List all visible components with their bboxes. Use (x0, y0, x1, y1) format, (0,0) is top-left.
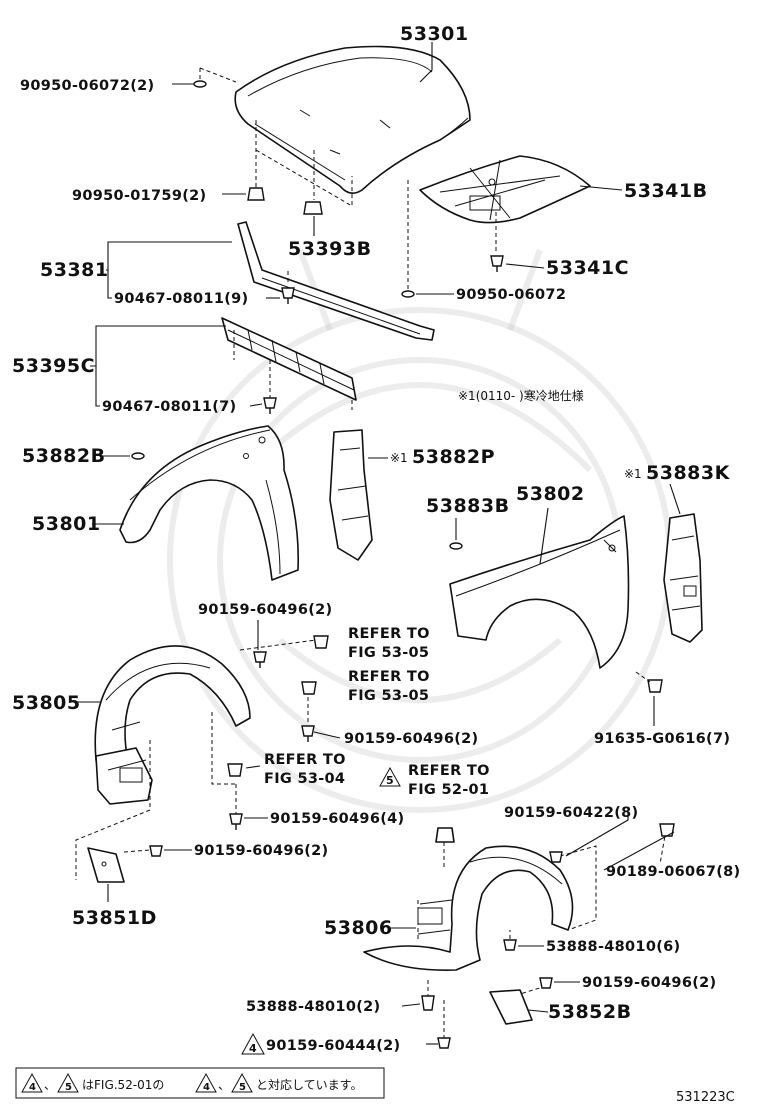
refer-53-05-a-line2: FIG 53-05 (348, 645, 429, 661)
fender-liner-cover-k (663, 513, 703, 643)
label-53341c: 53341C (546, 257, 629, 279)
label-53883k-mark: ※1 (624, 467, 642, 481)
label-53341b: 53341B (624, 180, 708, 202)
fender-rh (449, 515, 630, 669)
fender-liner-cover-p (329, 429, 373, 561)
refer-53-04-line1: REFER TO (264, 752, 346, 768)
clip-90467-9-icon (281, 287, 295, 304)
leader-lines (76, 42, 681, 1045)
footer-num-4b: 4 (203, 1082, 210, 1093)
label-90950-06072: 90950-06072 (456, 287, 566, 303)
mudflap-lh (87, 847, 125, 883)
hood-clip-icon (303, 201, 323, 215)
label-53806: 53806 (324, 917, 393, 939)
clip-ref-2-icon (301, 681, 317, 695)
triangle-4-number: 4 (249, 1042, 257, 1055)
label-53882b: 53882B (22, 445, 106, 467)
footer-num-5a: 5 (65, 1082, 72, 1093)
label-90159-60496-4: 90159-60496(4) (270, 811, 404, 827)
label-90159-60496-2c: 90159-60496(2) (194, 843, 328, 859)
screw-60496-a-icon (253, 651, 267, 668)
fender-seal-b-icon (131, 452, 145, 460)
fender-seal-rh-icon (449, 542, 463, 550)
label-53882p: 53882P (412, 446, 495, 468)
label-90950-01759-2: 90950-01759(2) (72, 188, 206, 204)
label-91635-g0616-7: 91635-G0616(7) (594, 731, 730, 747)
clip-90467-7-icon (263, 397, 277, 414)
label-90159-60422-8: 90159-60422(8) (504, 805, 638, 821)
screw-60496-4-icon (229, 813, 243, 830)
triangle-4-icon (241, 1032, 265, 1055)
triangle-5-number: 5 (386, 774, 394, 787)
label-90159-60496-2d: 90159-60496(2) (582, 975, 716, 991)
label-53883k: 53883K (646, 462, 731, 484)
label-90950-06072-2: 90950-06072(2) (20, 78, 154, 94)
fender-lh (119, 425, 300, 581)
refer-53-05-b-line2: FIG 53-05 (348, 688, 429, 704)
refer-53-05-b-line1: REFER TO (348, 669, 430, 685)
grommet-icon (401, 290, 415, 298)
label-53851d: 53851D (72, 907, 157, 929)
cold-region-note: ※1(0110- )寒冷地仕様 (458, 388, 584, 403)
label-90467-08011-9: 90467-08011(9) (114, 291, 248, 307)
label-90159-60444-2: 90159-60444(2) (266, 1038, 400, 1054)
grille-seal (221, 317, 357, 401)
label-53301: 53301 (400, 23, 469, 45)
label-53381: 53381 (40, 259, 109, 281)
clip-06067-icon (659, 823, 675, 837)
screw-60496-c-icon (149, 845, 163, 857)
footer-triangle-4a-icon (21, 1072, 43, 1093)
screw-60496-b-icon (301, 725, 315, 742)
label-90189-06067-8: 90189-06067(8) (606, 864, 740, 880)
label-53883b: 53883B (426, 495, 510, 517)
footer-triangle-5a-icon (57, 1072, 79, 1093)
hood-stopper-icon (247, 187, 265, 201)
grommet-ref-icon (435, 827, 455, 843)
clip-ref-3-icon (227, 763, 243, 777)
refer-53-04-line2: FIG 53-04 (264, 771, 345, 787)
footer-sep-a: 、 (44, 1078, 56, 1092)
refer-52-01-line1: REFER TO (408, 763, 490, 779)
label-90159-60496-2a: 90159-60496(2) (198, 602, 332, 618)
label-53393b: 53393B (288, 238, 372, 260)
triangle-5-icon (379, 766, 401, 787)
refer-52-01-line2: FIG 52-01 (408, 782, 489, 798)
footer-triangle-4b-icon (195, 1072, 217, 1093)
footer-text-1: はFIG.52-01の (82, 1078, 164, 1092)
label-90467-08011-7: 90467-08011(7) (102, 399, 236, 415)
screw-60422-icon (549, 851, 563, 863)
clip-53341c-icon (490, 255, 504, 272)
label-53852b: 53852B (548, 1001, 632, 1023)
label-53395c: 53395C (12, 355, 95, 377)
fender-liner-rh (363, 845, 574, 971)
footer-num-5b: 5 (239, 1082, 246, 1093)
clip-ref-1-icon (313, 635, 329, 649)
footer-num-4a: 4 (29, 1082, 36, 1093)
label-53805: 53805 (12, 692, 81, 714)
diagram-code: 531223C (676, 1090, 735, 1105)
mudflap-rh (489, 989, 533, 1025)
label-53882p-mark: ※1 (390, 451, 408, 465)
hood-cushion-icon (193, 80, 207, 88)
label-53888-48010-2: 53888-48010(2) (246, 999, 380, 1015)
hood-panel (234, 45, 471, 194)
label-90159-60496-2b: 90159-60496(2) (344, 731, 478, 747)
clip-48010-2-icon (421, 995, 435, 1011)
hood-insulator (419, 155, 591, 224)
label-53801: 53801 (32, 513, 101, 535)
part-labels: 53301 90950-06072(2) 90950-01759(2) 5334… (12, 23, 740, 1055)
screw-60444-icon (437, 1037, 451, 1049)
fender-liner-lh (94, 645, 251, 805)
label-53802: 53802 (516, 483, 585, 505)
screw-48010-6-icon (503, 939, 517, 951)
refer-53-05-a-line1: REFER TO (348, 626, 430, 642)
screw-60496-d-icon (539, 977, 553, 989)
label-53888-48010-6: 53888-48010(6) (546, 939, 680, 955)
footer-note: 4 、 5 はFIG.52-01の 4 、 5 と対応しています。 (15, 1067, 385, 1099)
footer-sep-b: 、 (218, 1078, 230, 1092)
footer-triangle-5b-icon (231, 1072, 253, 1093)
footer-text-2: と対応しています。 (256, 1078, 362, 1092)
bolt-91635-icon (647, 679, 663, 693)
